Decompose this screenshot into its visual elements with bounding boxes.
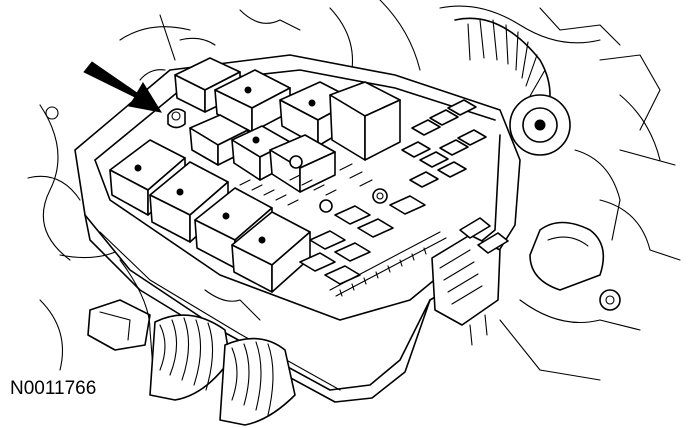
wiring-harness [149, 289, 296, 426]
relay-block-array [109, 57, 401, 293]
arrow-icon [83, 61, 186, 129]
relay [329, 81, 401, 161]
fuse-box-housing [74, 54, 521, 403]
fuse-grid [239, 99, 487, 297]
connector-latch [431, 217, 509, 346]
figure-id-label: N0011766 [10, 378, 97, 399]
engine-background [27, 0, 681, 396]
